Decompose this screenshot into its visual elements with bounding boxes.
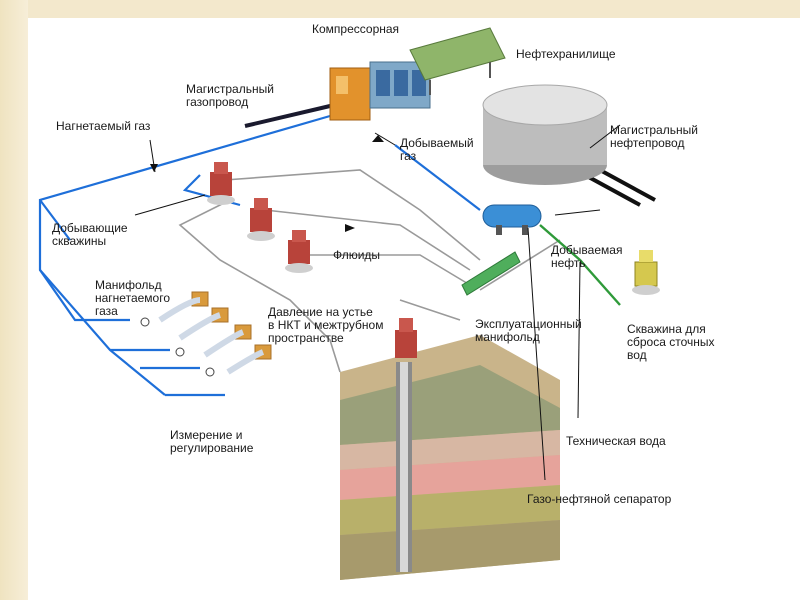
wellhead-icon	[207, 162, 417, 358]
label-produced-gas: Добываемый газ	[400, 136, 474, 163]
produced-oil-line	[539, 224, 621, 306]
flow-arrows	[150, 135, 384, 232]
production-manifold-icon	[461, 251, 521, 296]
main-gas-pipeline	[244, 104, 331, 128]
production-flow-lines	[178, 169, 561, 373]
separator-icon	[482, 204, 542, 235]
pressure-gauge-icon	[140, 317, 215, 377]
oil-tank-icon	[482, 84, 608, 185]
slide-side-band	[0, 0, 28, 600]
label-compressor: Компрессорная	[312, 22, 400, 36]
label-oil-storage: Нефтехранилище	[516, 47, 616, 61]
label-production-manifold: Эксплуатационный манифольд	[475, 317, 582, 344]
label-measurement-control: Измерение и регулирование	[170, 428, 254, 455]
label-technical-water: Техническая вода	[566, 434, 666, 448]
label-main-oil-pipeline: Магистральный нефтепровод	[610, 123, 698, 150]
label-fluids: Флюиды	[333, 248, 381, 262]
compressor-icon	[329, 27, 506, 121]
manifold-icon	[158, 291, 272, 375]
label-injected-gas-manifold: Манифольд нагнетаемого газа	[95, 278, 170, 318]
label-main-gas-pipeline: Магистральный газопровод	[186, 82, 274, 109]
wastewater-well-icon	[632, 250, 660, 295]
label-gas-oil-separator: Газо-нефтяной сепаратор	[527, 492, 672, 506]
label-produced-oil: Добываемая нефть	[551, 243, 623, 270]
label-wastewater-well: Скважина для сброса сточных вод	[627, 322, 715, 362]
label-producing-wells: Добывающие скважины	[52, 221, 128, 248]
label-wellhead-pressure: Давление на устье в НКТ и межтрубном про…	[268, 305, 384, 345]
label-injected-gas: Нагнетаемый газ	[56, 119, 151, 133]
ground-cross-section	[340, 335, 560, 580]
